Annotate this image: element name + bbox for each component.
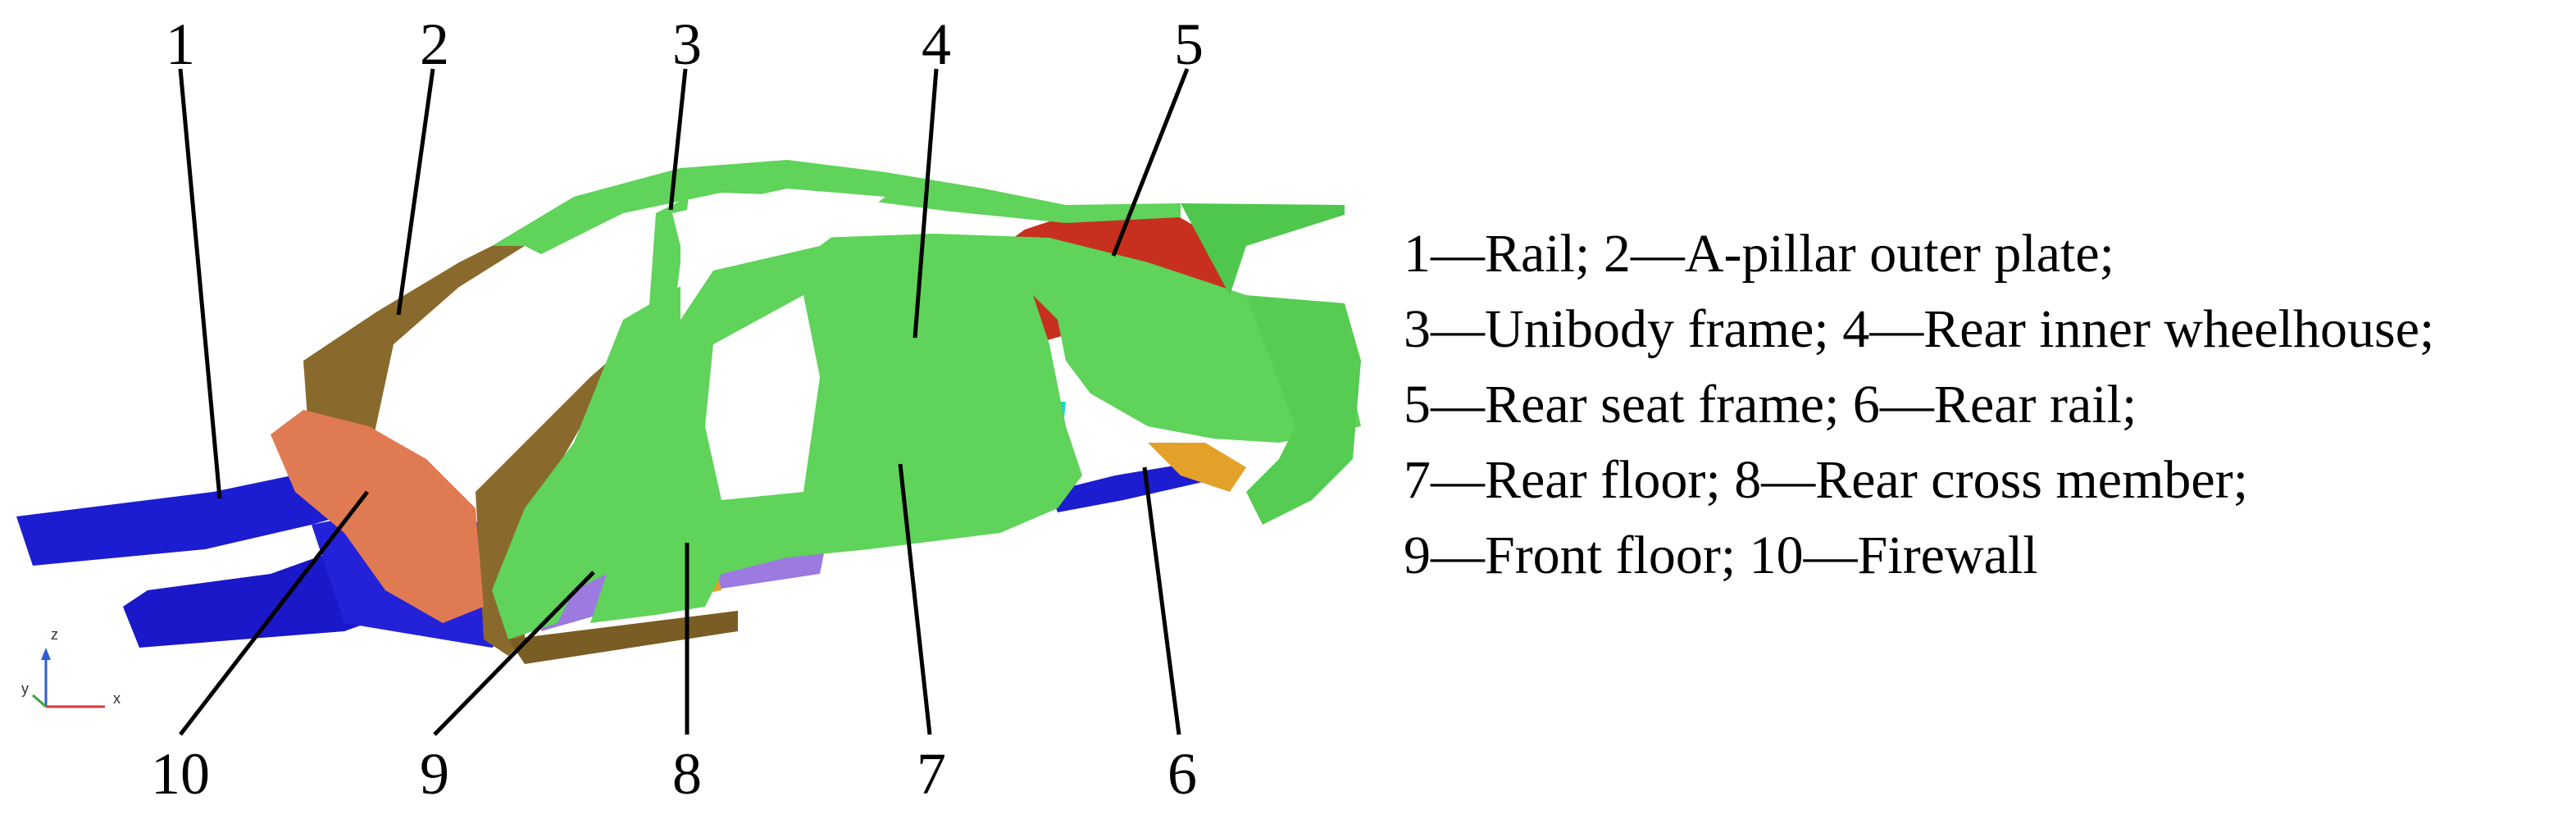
z-axis-arrow-icon [41,648,51,660]
unibody-trunk [1181,203,1345,295]
front-rail-upper [16,471,369,566]
axis-triad: z y x [21,626,121,708]
leader-line-3 [668,68,688,211]
leader-line-1 [178,68,222,499]
leader-line-10 [179,490,369,736]
callout-1: 1 [166,11,195,77]
callout-4: 4 [922,11,951,77]
callout-7: 7 [917,741,946,807]
firewall [271,410,484,623]
unibody-rear-quarter [1246,295,1361,525]
legend-line-5: 9—Front floor; 10—Firewall [1404,525,2038,585]
car-body-illustration [16,160,1361,664]
rear-rail [1049,459,1213,512]
y-axis-line [32,694,47,708]
unibody-c-pillar [820,262,869,475]
x-axis-label: x [113,690,121,707]
leader-lines [178,68,1190,736]
legend-line-4: 7—Rear floor; 8—Rear cross member; [1404,450,2249,510]
leader-line-9 [433,571,595,736]
callout-2: 2 [420,11,449,77]
leader-line-7 [898,463,932,735]
legend-line-3: 5—Rear seat frame; 6—Rear rail; [1404,375,2137,434]
front-window-opening [672,189,885,320]
leader-line-5 [1111,68,1190,257]
leader-line-4 [913,68,939,339]
callout-5: 5 [1174,11,1204,77]
callout-3: 3 [672,11,702,77]
y-axis-label: y [21,680,29,697]
sill-brown [508,611,738,664]
rear-wheelhouse-lower [1148,443,1246,492]
z-axis-label: z [51,626,58,643]
unibody-roof [492,160,1181,254]
legend-line-2: 3—Unibody frame; 4—Rear inner wheelhouse… [1404,299,2435,359]
leader-line-6 [1142,466,1181,735]
callout-numbers: 1 2 3 4 5 10 9 8 7 6 [151,11,1204,807]
legend-line-1: 1—Rail; 2—A-pillar outer plate; [1404,224,2114,284]
callout-8: 8 [672,741,702,807]
side-window-opening [705,295,820,500]
legend: 1—Rail; 2—A-pillar outer plate; 3—Unibod… [1404,216,2568,594]
callout-9: 9 [420,741,449,807]
callout-6: 6 [1167,741,1197,807]
unibody-side-upper [492,234,1361,639]
leader-line-2 [396,68,435,316]
callout-10: 10 [151,741,210,807]
